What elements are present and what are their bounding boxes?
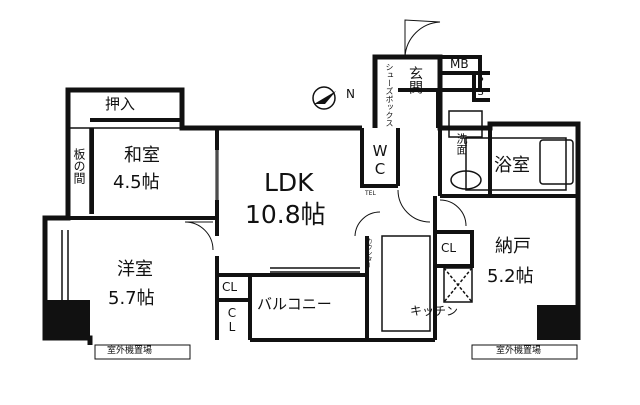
label-tel: TEL [365, 190, 376, 197]
room-senmen: 洗面 [455, 133, 468, 155]
room-ps: PS [475, 76, 486, 98]
room-genkan: 玄関 [407, 66, 423, 94]
columns [45, 300, 578, 340]
room-ldk-size: 10.8帖 [245, 200, 326, 229]
outdoor-units [94, 344, 578, 360]
label-outdoor-unit-2: 室外機置場 [496, 346, 542, 356]
room-mb: MB [450, 57, 469, 71]
room-balcony: バルコニー [257, 295, 332, 313]
room-yoshitsu: 洋室 [117, 259, 153, 280]
inner-walls [68, 55, 578, 342]
label-counter: カウンター [365, 238, 372, 268]
room-washitsu-size: 4.5帖 [113, 172, 160, 193]
room-yoshitsu-size: 5.7帖 [108, 288, 155, 309]
label-outdoor-unit-1: 室外機置場 [107, 346, 153, 356]
room-yokushitsu: 浴室 [494, 155, 530, 176]
room-itanoma: 板の間 [72, 148, 86, 184]
room-ldk: LDK [264, 168, 314, 197]
compass-icon [312, 86, 336, 110]
room-wc: WC [371, 142, 389, 178]
room-washitsu: 和室 [124, 145, 160, 166]
room-cl-1: CL [222, 280, 238, 294]
compass-north-label: N [346, 87, 355, 101]
thin-lines [61, 110, 574, 332]
room-oshiire: 押入 [105, 95, 136, 113]
room-nando-size: 5.2帖 [487, 266, 534, 287]
room-shoebox: シューズボックス [385, 63, 394, 127]
door-swings [184, 19, 467, 251]
room-kitchen: キッチン [410, 304, 459, 318]
room-nando: 納戸 [495, 236, 531, 257]
room-cl-2: CL [225, 306, 239, 334]
room-cl-3: CL [441, 241, 457, 255]
